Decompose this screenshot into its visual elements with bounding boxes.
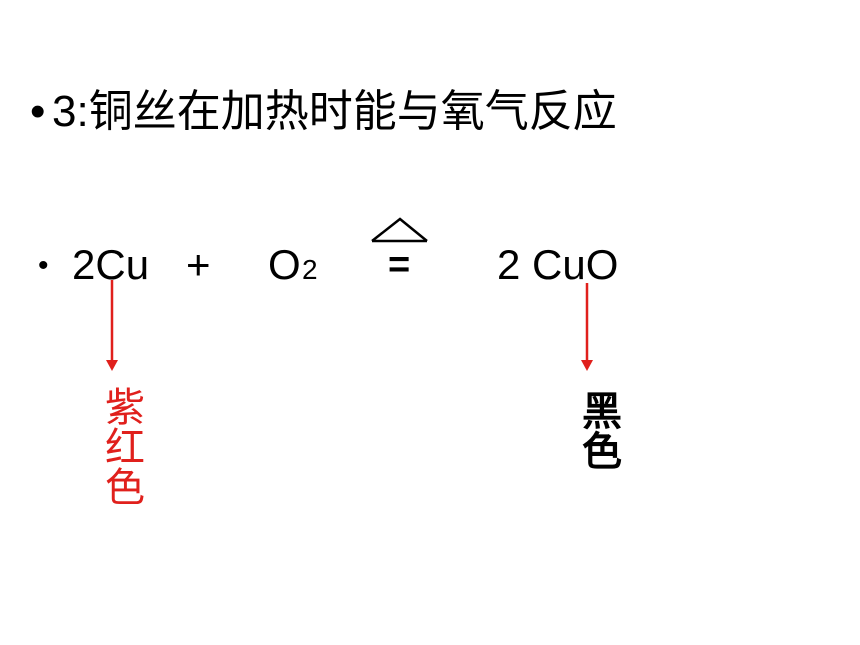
equation-bullet: •: [38, 249, 49, 282]
plus-sign: +: [186, 241, 211, 288]
title-bullet: •: [30, 87, 46, 136]
arrow-down-icon: [106, 280, 118, 371]
copper-oxide-color-label: 黑色: [582, 390, 622, 474]
copper-color-label: 紫红色: [105, 386, 145, 510]
title-text: 3:铜丝在加热时能与氧气反应: [52, 87, 617, 136]
heating-triangle-icon: [371, 217, 428, 243]
product-copper-oxide: 2 CuO: [497, 241, 619, 288]
oxygen-subscript: 2: [302, 254, 318, 285]
equals-sign: =: [388, 244, 411, 286]
reactant-copper: 2Cu: [72, 241, 150, 288]
reactant-oxygen: O: [268, 241, 301, 288]
arrow-down-icon: [581, 283, 593, 371]
